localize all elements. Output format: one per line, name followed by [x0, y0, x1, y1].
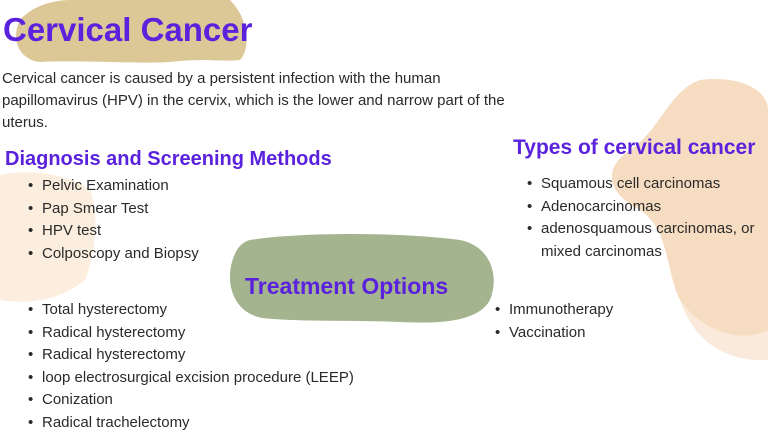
types-list: Squamous cell carcinomas Adenocarcinomas… — [527, 173, 767, 263]
intro-paragraph: Cervical cancer is caused by a persisten… — [2, 68, 522, 134]
list-item: Radical hysterectomy — [28, 322, 354, 345]
list-item: Immunotherapy — [495, 299, 613, 322]
list-item: Colposcopy and Biopsy — [28, 243, 199, 266]
list-item: Conization — [28, 389, 354, 412]
list-item: Total hysterectomy — [28, 299, 354, 322]
list-item: Radical hysterectomy — [28, 344, 354, 367]
page-title: Cervical Cancer — [3, 11, 252, 49]
types-heading: Types of cervical cancer — [513, 136, 755, 160]
treatment-surgical-list: Total hysterectomy Radical hysterectomy … — [28, 299, 354, 434]
list-item: adenosquamous carcinomas, or mixed carci… — [527, 218, 767, 263]
list-item: Pap Smear Test — [28, 198, 199, 221]
list-item: Pelvic Examination — [28, 175, 199, 198]
list-item: HPV test — [28, 220, 199, 243]
list-item: Radical trachelectomy — [28, 412, 354, 434]
list-item: Vaccination — [495, 322, 613, 345]
diagnosis-list: Pelvic Examination Pap Smear Test HPV te… — [28, 175, 199, 265]
list-item: loop electrosurgical excision procedure … — [28, 367, 354, 390]
treatment-heading: Treatment Options — [245, 273, 448, 300]
list-item: Squamous cell carcinomas — [527, 173, 767, 196]
diagnosis-heading: Diagnosis and Screening Methods — [5, 148, 332, 171]
treatment-other-list: Immunotherapy Vaccination — [495, 299, 613, 344]
list-item: Adenocarcinomas — [527, 196, 767, 219]
